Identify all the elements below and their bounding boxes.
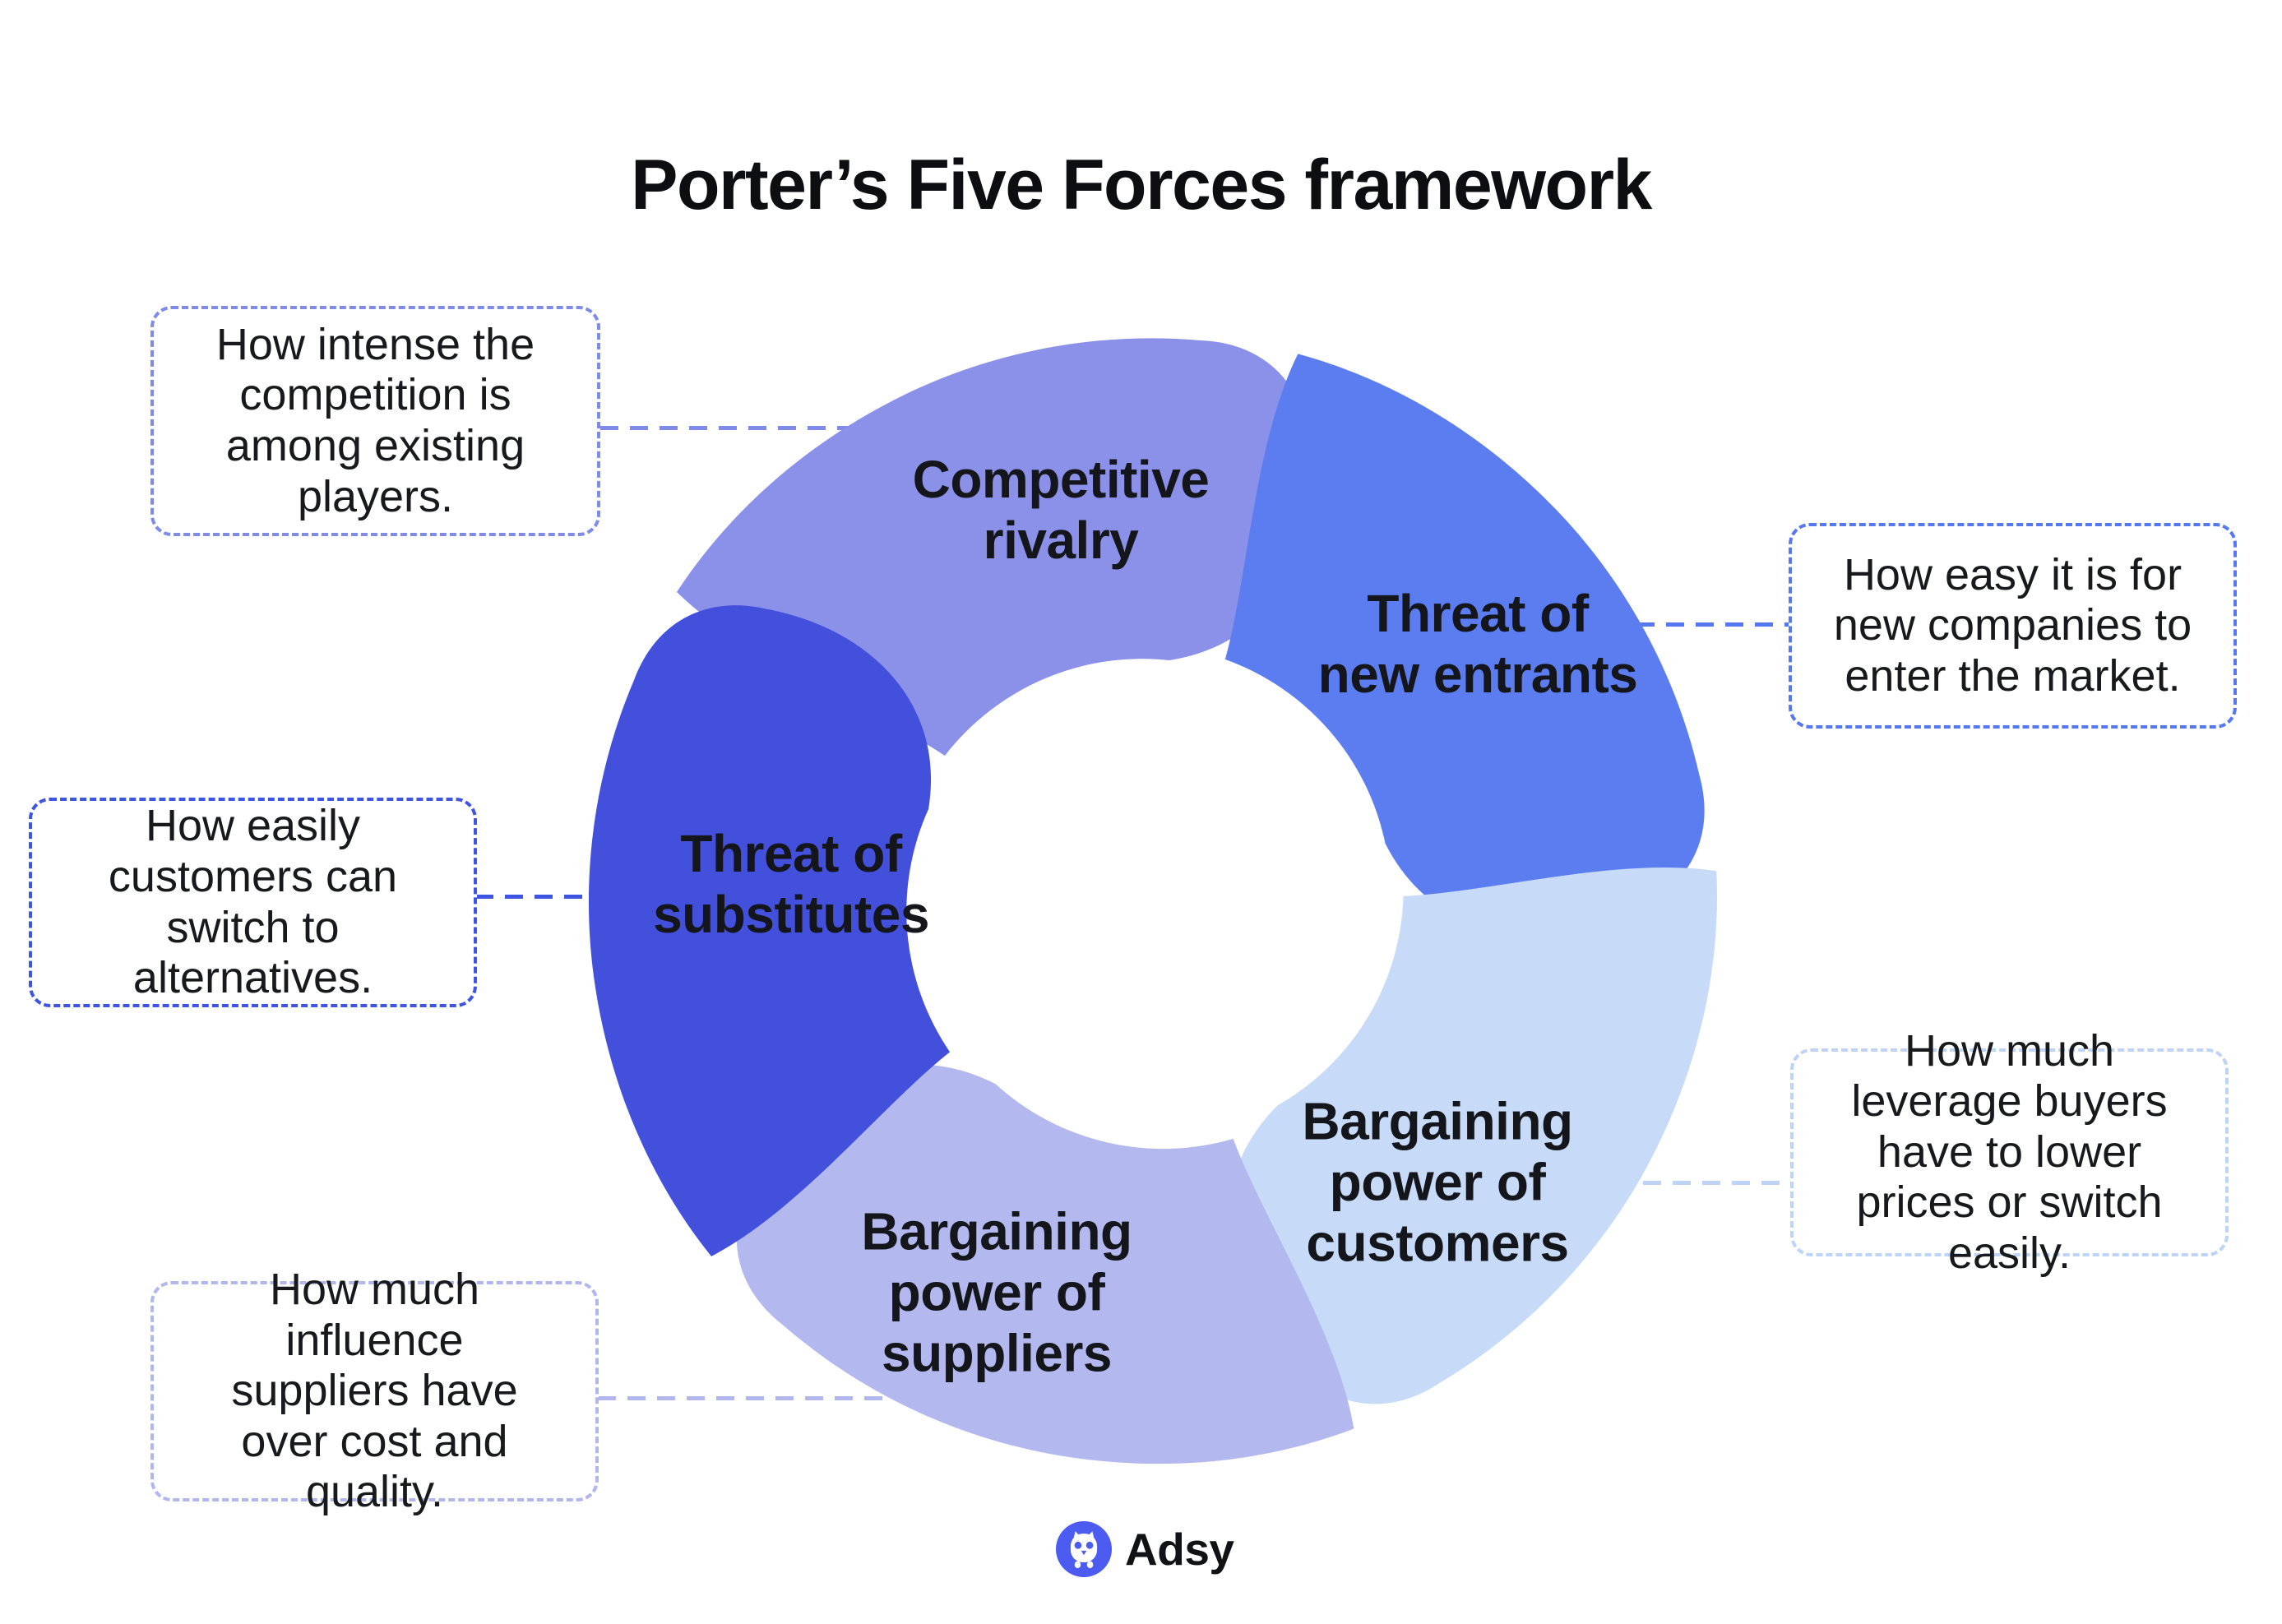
callout-threat-of-new-entrants: How easy it is for new companies to ente… <box>1789 523 2237 729</box>
connector-threat-of-new-entrants <box>1636 622 1789 627</box>
callout-text: How easy it is for new companies to ente… <box>1833 549 2192 701</box>
callout-competitive-rivalry: How intense the competition is among exi… <box>150 306 600 536</box>
logo-text: Adsy <box>1125 1524 1234 1575</box>
callout-text: How much influence suppliers have over c… <box>231 1265 518 1517</box>
callout-bargaining-power-of-suppliers: How much influence suppliers have over c… <box>150 1265 599 1516</box>
connector-threat-of-substitutes <box>475 895 600 899</box>
callout-text: How much leverage buyers have to lower p… <box>1851 1025 2168 1278</box>
petal-label-bargaining-power-of-customers: Bargaining power of customers <box>1302 1091 1573 1274</box>
callout-text: How easily customers can switch to alter… <box>108 801 398 1003</box>
callout-threat-of-substitutes: How easily customers can switch to alter… <box>29 798 477 1007</box>
callout-bargaining-power-of-customers: How much leverage buyers have to lower p… <box>1790 1026 2229 1278</box>
page-title: Porter’s Five Forces framework <box>631 146 1652 224</box>
adsy-logo: Adsy <box>1056 1521 1234 1577</box>
petal-label-bargaining-power-of-suppliers: Bargaining power of suppliers <box>861 1201 1132 1384</box>
callout-text: How intense the competition is among exi… <box>215 319 535 521</box>
connector-competitive-rivalry <box>600 426 862 430</box>
petal-label-competitive-rivalry: Competitive rivalry <box>912 449 1210 570</box>
owl-icon <box>1056 1521 1112 1577</box>
petal-label-threat-of-substitutes: Threat of substitutes <box>653 823 929 944</box>
connector-bargaining-power-of-suppliers <box>598 1396 900 1400</box>
connector-bargaining-power-of-customers <box>1643 1181 1791 1185</box>
petal-label-threat-of-new-entrants: Threat of new entrants <box>1317 583 1638 704</box>
